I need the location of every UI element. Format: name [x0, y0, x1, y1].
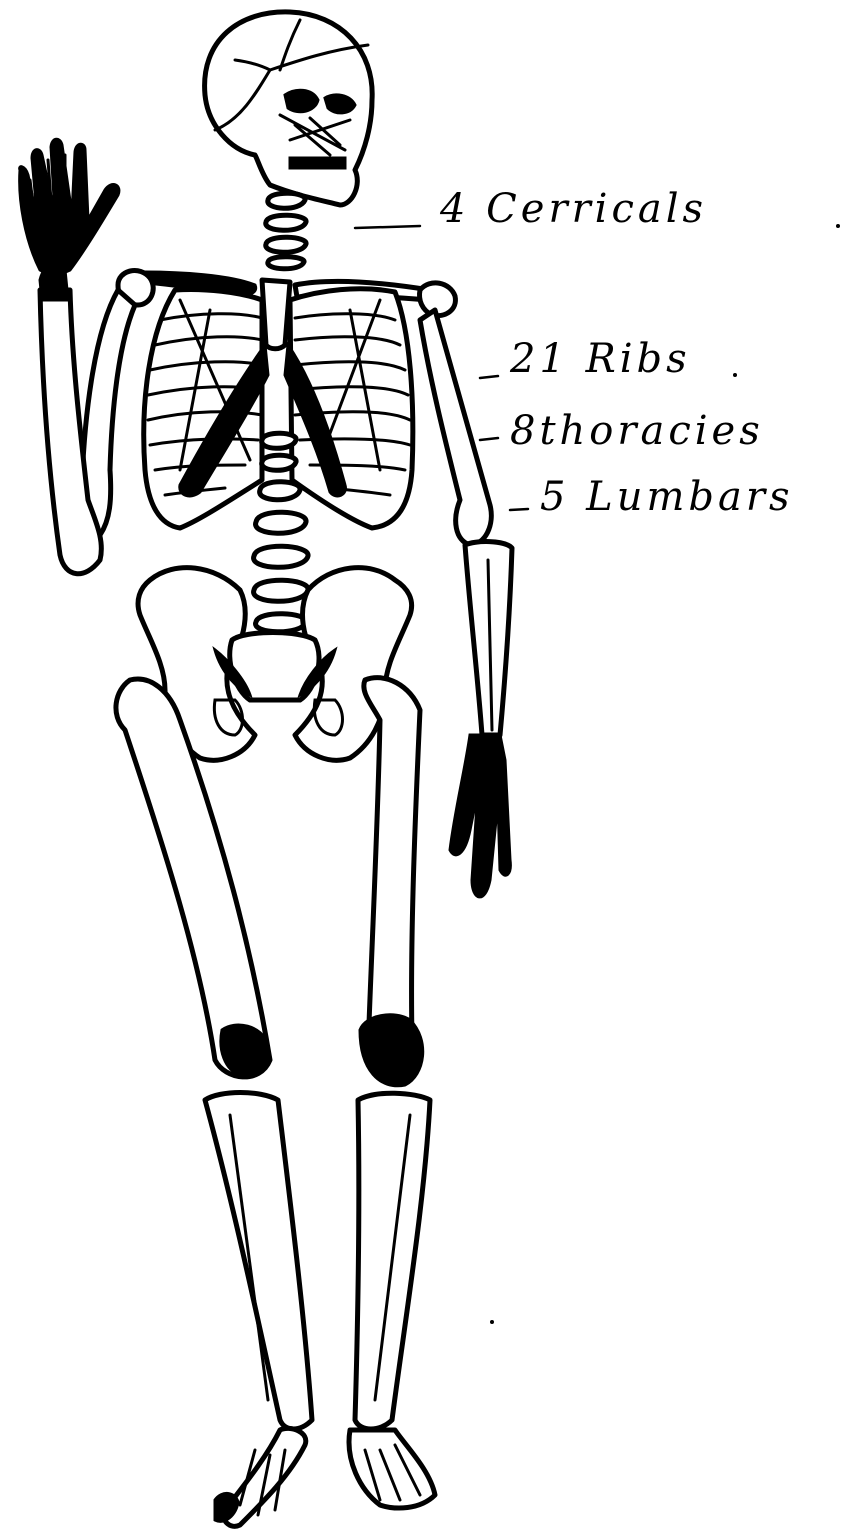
- left-leg: [116, 679, 312, 1526]
- lumbars-leader-line: [510, 509, 528, 510]
- right-leg: [349, 678, 435, 1508]
- stray-dot: [733, 373, 737, 377]
- cervicals-leader-line: [355, 226, 420, 228]
- stray-dot: [490, 1320, 494, 1324]
- thoracics-leader-line: [480, 438, 498, 440]
- right-arm: [420, 310, 512, 897]
- skull: [205, 12, 373, 205]
- cervical-vertebrae: [266, 193, 306, 269]
- label-thoracics: 8thoracies: [510, 408, 764, 454]
- ribs-leader-line: [480, 376, 498, 378]
- label-lumbars: 5 Lumbars: [540, 474, 794, 520]
- stray-dot: [836, 224, 840, 228]
- left-arm: [20, 139, 135, 574]
- label-ribs: 21 Ribs: [510, 336, 691, 382]
- label-cervicals: 4 Cerricals: [440, 186, 707, 232]
